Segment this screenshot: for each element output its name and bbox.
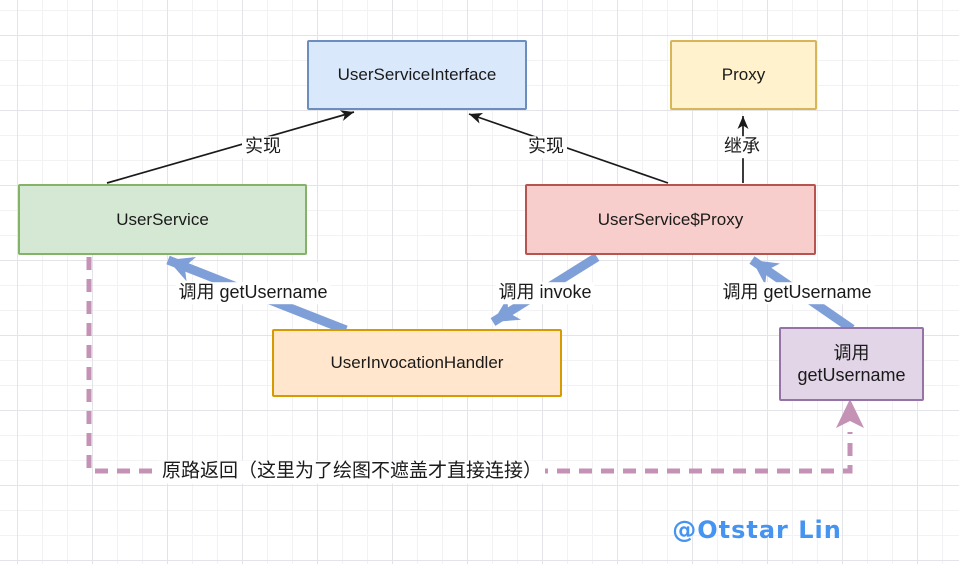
node-label: Proxy [721, 65, 766, 85]
node-proxy: Proxy [670, 40, 817, 110]
edge-label-call-invoke: 调用 invoke [495, 282, 595, 304]
node-label: 调用 getUsername [797, 342, 905, 387]
node-label-line1: 调用 [833, 342, 870, 363]
node-label-line2: getUsername [797, 365, 906, 385]
node-label: UserService [116, 209, 209, 229]
edge-implements-right [468, 113, 669, 184]
node-user-service-interface: UserServiceInterface [307, 40, 527, 110]
edge-return-arrowhead [836, 399, 864, 428]
edge-label-implements-left: 实现 [242, 136, 284, 158]
node-user-invocation-handler: UserInvocationHandler [272, 329, 562, 397]
watermark-signature: @Otstar Lin [672, 516, 842, 544]
edge-label-call-getusername-left: 调用 getUsername [175, 282, 331, 304]
edge-implements-left [106, 110, 355, 184]
node-label: UserInvocationHandler [330, 353, 504, 373]
edge-label-call-getusername-right: 调用 getUsername [719, 282, 875, 304]
node-label: UserServiceInterface [337, 65, 497, 85]
edge-label-return-path: 原路返回（这里为了绘图不遮盖才直接连接） [158, 460, 546, 484]
edge-label-implements-right: 实现 [525, 136, 567, 158]
node-label: UserService$Proxy [597, 209, 744, 229]
node-user-service-proxy: UserService$Proxy [525, 184, 816, 255]
node-user-service: UserService [18, 184, 307, 255]
edge-label-extends: 继承 [721, 136, 763, 158]
node-call-getusername: 调用 getUsername [779, 327, 924, 401]
